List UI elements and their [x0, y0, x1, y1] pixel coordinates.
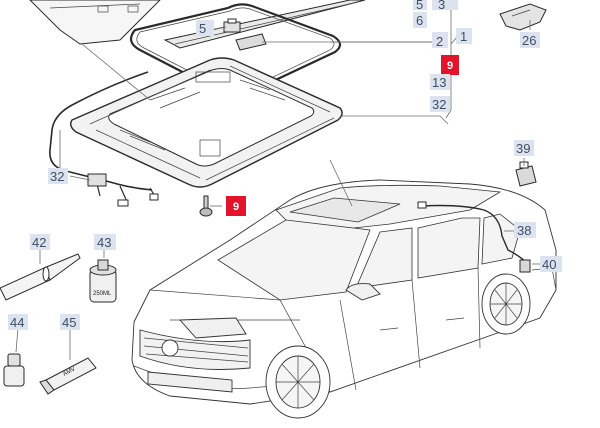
callout-44: 44 [10, 315, 24, 330]
roof-rail-strip [163, 0, 366, 49]
sealant-cartridge [0, 253, 81, 301]
callout-6: 6 [416, 13, 423, 28]
tube-label: AMV [62, 367, 76, 378]
callout-13: 13 [432, 75, 446, 90]
seal-frame [129, 3, 342, 98]
callout-26: 26 [522, 33, 536, 48]
screw-part [199, 195, 213, 217]
callout-43: 43 [97, 235, 111, 250]
clip-part-26 [499, 3, 547, 31]
adhesive-tube: AMV [39, 357, 97, 395]
callout-5-top: 5 [416, 0, 423, 12]
sunroof-frame [69, 57, 343, 188]
callout-45: 45 [62, 315, 76, 330]
callout-1: 1 [460, 29, 467, 44]
callout-38: 38 [517, 223, 531, 238]
car-illustration [131, 179, 557, 419]
can-label: 250ML [93, 291, 112, 297]
leader-lines [15, 0, 540, 360]
callout-2: 2 [436, 34, 443, 49]
callout-3: 3 [438, 0, 445, 12]
activator-bottle [3, 353, 25, 387]
callout-9-highlight-top: 9 [447, 60, 453, 72]
callout-32-right: 32 [432, 97, 446, 112]
connector-part-39 [515, 161, 537, 187]
clip-part [223, 18, 241, 33]
sunroof-glass-panel [29, 0, 161, 45]
callout-42: 42 [32, 235, 46, 250]
bracket-part [235, 33, 267, 51]
callout-5: 5 [199, 21, 206, 36]
primer-can: 250ML [89, 259, 117, 303]
callout-32-left: 32 [50, 169, 64, 184]
callout-9-highlight-screw: 9 [233, 201, 239, 213]
callout-39: 39 [516, 141, 530, 156]
callout-40: 40 [542, 257, 556, 272]
callout-labels: 3 5 6 1 2 5 9 13 32 26 32 9 39 38 40 42 … [8, 0, 562, 330]
